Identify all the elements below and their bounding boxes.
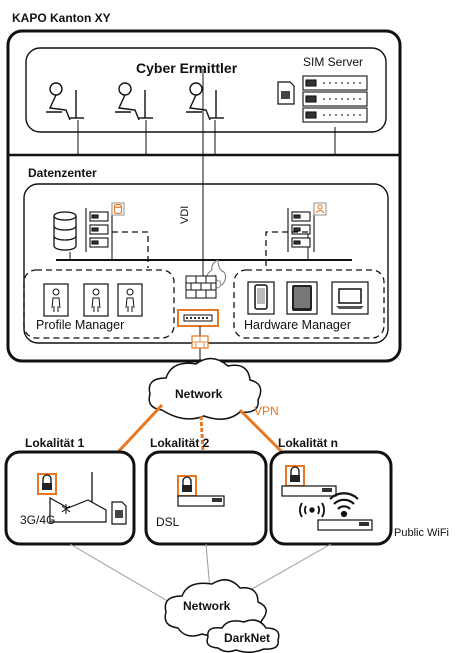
wireless-signal-icon bbox=[299, 502, 325, 518]
sim-server-label: SIM Server bbox=[303, 55, 364, 69]
access-point-icon bbox=[317, 519, 373, 531]
sim-server-icon bbox=[302, 75, 368, 123]
location-n-label: Lokalität n bbox=[278, 436, 339, 450]
hardware-manager-label: Hardware Manager bbox=[244, 318, 351, 332]
network-cloud-top bbox=[148, 357, 262, 420]
hardware-server-icon bbox=[287, 202, 327, 252]
cyber-section-box bbox=[25, 47, 387, 133]
hardware-dashed-link bbox=[265, 231, 308, 268]
investigator-icon bbox=[46, 82, 84, 121]
investigator-icon bbox=[186, 82, 224, 121]
lock-icon bbox=[37, 473, 57, 495]
network-bottom-label: Network bbox=[183, 599, 231, 613]
lock-icon bbox=[285, 465, 305, 487]
vpn-link-1 bbox=[116, 403, 164, 454]
tablet-icon bbox=[286, 281, 318, 315]
firewall-icon bbox=[185, 259, 227, 299]
dsl-modem-icon bbox=[177, 495, 225, 507]
network-top-label: Network bbox=[175, 387, 223, 401]
database-icon bbox=[53, 211, 77, 251]
wifi-icon bbox=[329, 492, 359, 518]
laptop-icon bbox=[331, 281, 369, 315]
sim-card-icon bbox=[111, 501, 127, 525]
location-1-caption: 3G/4G bbox=[20, 513, 56, 527]
darknet-label: DarkNet bbox=[224, 631, 271, 645]
location-1-uplink bbox=[69, 543, 177, 607]
uplink-firewall-icon bbox=[191, 335, 209, 349]
investigator-icon bbox=[115, 82, 153, 121]
profile-server-icon bbox=[85, 202, 125, 252]
profile-icon bbox=[83, 283, 109, 317]
profile-icon bbox=[43, 283, 69, 317]
vpn-label: VPN bbox=[254, 404, 279, 418]
profile-manager-box bbox=[23, 269, 175, 339]
router-icon bbox=[281, 485, 337, 497]
location-1-label: Lokalität 1 bbox=[25, 436, 85, 450]
smartphone-icon bbox=[247, 281, 275, 315]
profile-icon bbox=[117, 283, 143, 317]
location-2-label: Lokalität 2 bbox=[150, 436, 210, 450]
page-title: KAPO Kanton XY bbox=[12, 11, 111, 25]
location-n-caption: Public WiFi bbox=[394, 527, 450, 539]
cyber-section-label: Cyber Ermittler bbox=[136, 60, 238, 76]
location-2-caption: DSL bbox=[156, 515, 180, 529]
hardware-manager-box bbox=[233, 269, 385, 339]
vpn-link-n bbox=[238, 408, 284, 454]
vdi-label: VDI bbox=[179, 205, 191, 224]
sim-card-icon bbox=[277, 81, 295, 105]
darknet-cloud bbox=[206, 619, 280, 653]
vpn-gateway-icon bbox=[177, 309, 219, 327]
datacenter-label: Datenzenter bbox=[28, 166, 97, 180]
profile-manager-label: Profile Manager bbox=[36, 318, 125, 332]
vpn-link-2 bbox=[199, 415, 205, 453]
lock-icon bbox=[177, 475, 197, 497]
location-1-box bbox=[4, 450, 136, 546]
mobile-router-icon bbox=[49, 472, 107, 523]
location-2-uplink bbox=[205, 543, 211, 591]
profile-dashed-link bbox=[112, 231, 149, 268]
